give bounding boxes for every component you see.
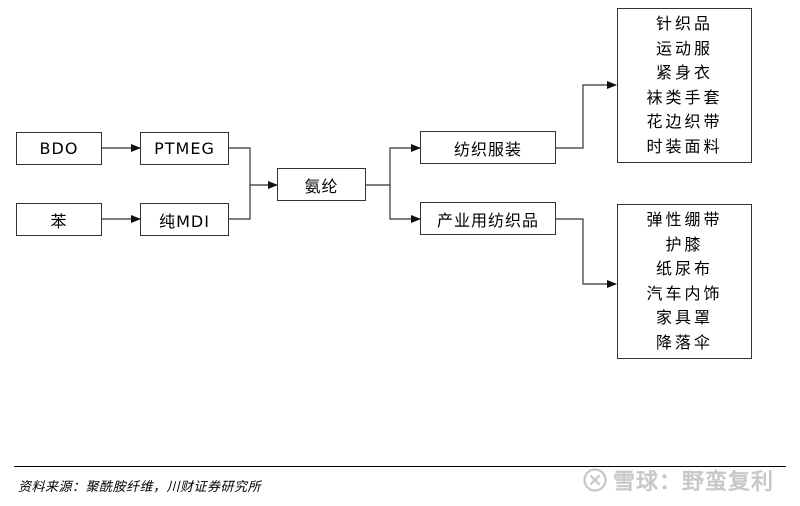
- node-textile-apparel: 纺织服装: [420, 131, 556, 164]
- apparel-use-item: 时装面料: [646, 136, 723, 156]
- edge-mdi-spandex: [229, 185, 251, 220]
- edge-spandex-industrial: [389, 185, 421, 223]
- watermark: 雪球：野蛮复利: [583, 464, 774, 496]
- industrial-use-item: 汽车内饰: [646, 283, 723, 303]
- footer-divider: [14, 466, 786, 467]
- apparel-use-item: 袜类手套: [646, 87, 723, 107]
- node-pure-mdi: 纯MDI: [140, 203, 229, 236]
- industrial-uses-box: 弹性绷带 护膝 纸尿布 汽车内饰 家具罩 降落伞: [617, 204, 752, 359]
- node-spandex: 氨纶: [277, 168, 366, 201]
- edge-ptmeg-spandex: [229, 147, 251, 185]
- edge-spandex-apparel: [389, 144, 421, 185]
- watermark-text: 雪球：野蛮复利: [613, 470, 775, 495]
- node-industrial-textiles: 产业用纺织品: [420, 202, 556, 235]
- apparel-use-item: 紧身衣: [655, 63, 713, 82]
- industrial-use-item: 弹性绷带: [646, 210, 723, 229]
- apparel-use-item: 花边织带: [646, 112, 723, 131]
- node-bdo: BDO: [16, 132, 102, 165]
- apparel-use-item: 针织品: [655, 14, 713, 33]
- industrial-use-item: 护膝: [665, 234, 704, 254]
- source-note: 资料来源：聚酰胺纤维，川财证券研究所: [18, 480, 262, 495]
- industrial-use-item: 家具罩: [655, 308, 713, 327]
- industrial-use-item: 降落伞: [655, 332, 713, 352]
- xueqiu-logo-icon: [583, 468, 607, 492]
- node-benzene: 苯: [16, 203, 102, 236]
- industrial-use-item: 纸尿布: [655, 259, 713, 278]
- edge-industrial-uses: [556, 218, 617, 288]
- node-ptmeg: PTMEG: [140, 132, 229, 165]
- apparel-use-item: 运动服: [655, 38, 713, 58]
- apparel-uses-box: 针织品 运动服 紧身衣 袜类手套 花边织带 时装面料: [617, 8, 752, 163]
- edge-apparel-uses: [556, 81, 617, 149]
